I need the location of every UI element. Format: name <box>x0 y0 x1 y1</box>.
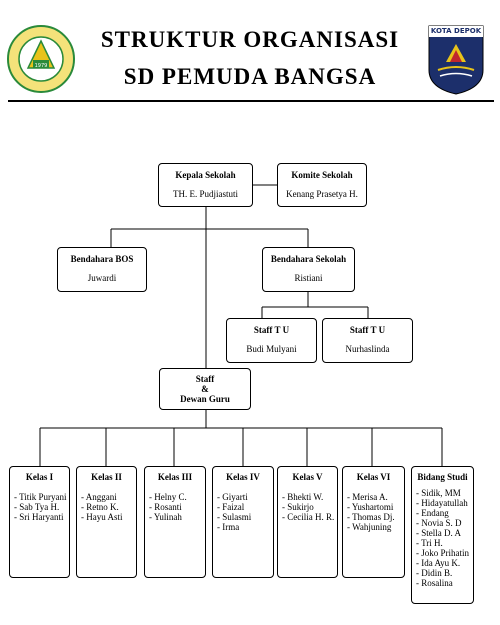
member-item: - Cecilia H. R. <box>282 512 335 522</box>
class-title: Kelas VI <box>356 472 391 482</box>
member-item: - Hayu Asti <box>81 512 123 522</box>
member-item: - Helny C. <box>149 492 187 502</box>
class-box-kelas-6: Kelas VI - Merisa A. - Yushartomi - Thom… <box>342 466 405 578</box>
member-list: - Merisa A. - Yushartomi - Thomas Dj. - … <box>343 492 404 532</box>
page-title: STRUKTUR ORGANISASI <box>100 27 400 52</box>
bendahara-bos-title: Bendahara BOS <box>70 254 134 264</box>
member-item: - Sukirjo <box>282 502 314 512</box>
member-item: - Wahjuning <box>347 522 392 532</box>
class-title: Kelas V <box>292 472 323 482</box>
depok-logo-label: KOTA DEPOK <box>430 27 482 35</box>
member-item: - Stella D. A <box>416 528 461 538</box>
staff-tu-name-2: Nurhaslinda <box>345 344 390 354</box>
class-box-kelas-4: Kelas IV - Giyarti - Faizal - Sulasmi - … <box>212 466 274 578</box>
bendahara-sekolah-name: Ristiani <box>294 273 323 283</box>
class-box-kelas-5: Kelas V - Bhekti W. - Sukirjo - Cecilia … <box>277 466 338 578</box>
member-item: - Ida Ayu K. <box>416 558 461 568</box>
staff-tu-title-2: Staff T U <box>349 325 386 335</box>
member-list: - Giyarti - Faizal - Sulasmi - Irma <box>213 492 273 532</box>
yayasan-logo: 1979 <box>6 24 76 94</box>
dewan-line-2: & <box>201 384 209 394</box>
member-item: - Yulinah <box>149 512 182 522</box>
member-item: - Faizal <box>217 502 245 512</box>
bendahara-bos-name: Juwardi <box>87 273 117 283</box>
class-box-bidang-studi: Bidang Studi - Sidik, MM - Hidayatullah … <box>411 466 474 604</box>
member-list: - Titik Puryani - Sab Tya H. - Sri Harya… <box>10 492 69 522</box>
member-item: - Sulasmi <box>217 512 252 522</box>
member-list: - Helny C. - Rosanti - Yulinah <box>145 492 205 522</box>
member-item: - Didin B. <box>416 568 453 578</box>
page-subtitle: SD PEMUDA BANGSA <box>123 64 377 89</box>
member-item: - Titik Puryani <box>14 492 67 502</box>
member-list: - Anggani - Retno K. - Hayu Asti <box>77 492 136 522</box>
member-item: - Merisa A. <box>347 492 388 502</box>
header-divider <box>8 100 494 102</box>
member-item: - Thomas Dj. <box>347 512 395 522</box>
kepala-sekolah-name: TH. E. Pudjiastuti <box>173 189 238 199</box>
kota-depok-logo: KOTA DEPOK <box>426 24 486 96</box>
member-item: - Sidik, MM <box>416 488 461 498</box>
member-item: - Sri Haryanti <box>14 512 64 522</box>
dewan-line-3: Dewan Guru <box>180 394 230 404</box>
staff-tu-box-2: Staff T U Nurhaslinda <box>322 318 413 363</box>
member-item: - Novia S. D <box>416 518 462 528</box>
member-item: - Anggani <box>81 492 117 502</box>
bendahara-bos-box: Bendahara BOS Juwardi <box>57 247 147 292</box>
member-item: - Giyarti <box>217 492 248 502</box>
member-list: - Bhekti W. - Sukirjo - Cecilia H. R. <box>278 492 337 522</box>
bendahara-sekolah-box: Bendahara Sekolah Ristiani <box>262 247 355 292</box>
class-title: Kelas III <box>157 472 193 482</box>
member-item: - Joko Prihatin <box>416 548 469 558</box>
member-list: - Sidik, MM - Hidayatullah - Endang - No… <box>412 488 473 588</box>
member-item: - Tri H. <box>416 538 443 548</box>
member-item: - Endang <box>416 508 449 518</box>
class-title: Bidang Studi <box>417 472 468 482</box>
member-item: - Rosalina <box>416 578 453 588</box>
komite-sekolah-box: Komite Sekolah Kenang Prasetya H. <box>277 163 367 207</box>
bendahara-sekolah-title: Bendahara Sekolah <box>270 254 347 264</box>
member-item: - Hidayatullah <box>416 498 468 508</box>
class-box-kelas-2: Kelas II - Anggani - Retno K. - Hayu Ast… <box>76 466 137 578</box>
dewan-line-1: Staff <box>195 374 215 384</box>
class-title: Kelas IV <box>226 472 260 482</box>
member-item: - Retno K. <box>81 502 119 512</box>
staff-tu-title-1: Staff T U <box>253 325 290 335</box>
staff-dewan-guru-box: Staff & Dewan Guru <box>159 368 251 410</box>
member-item: - Yushartomi <box>347 502 394 512</box>
logo-year: 1979 <box>35 63 48 69</box>
kepala-sekolah-box: Kepala Sekolah TH. E. Pudjiastuti <box>158 163 253 207</box>
komite-sekolah-title: Komite Sekolah <box>291 170 353 180</box>
member-item: - Bhekti W. <box>282 492 324 502</box>
komite-sekolah-name: Kenang Prasetya H. <box>286 189 358 199</box>
member-item: - Sab Tya H. <box>14 502 60 512</box>
class-title: Kelas I <box>25 472 54 482</box>
staff-tu-name-1: Budi Mulyani <box>246 344 297 354</box>
member-item: - Irma <box>217 522 240 532</box>
class-box-kelas-3: Kelas III - Helny C. - Rosanti - Yulinah <box>144 466 206 578</box>
staff-tu-box-1: Staff T U Budi Mulyani <box>226 318 317 363</box>
kepala-sekolah-title: Kepala Sekolah <box>175 170 236 180</box>
class-title: Kelas II <box>91 472 122 482</box>
class-box-kelas-1: Kelas I - Titik Puryani - Sab Tya H. - S… <box>9 466 70 578</box>
member-item: - Rosanti <box>149 502 182 512</box>
